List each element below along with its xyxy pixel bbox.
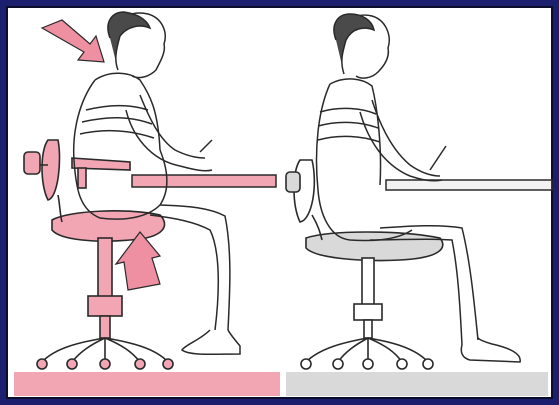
right-table-top [386, 180, 552, 190]
left-upper-arrow [42, 20, 104, 62]
left-incorrect-posture [14, 12, 280, 396]
left-table-top [132, 175, 276, 187]
left-floor [14, 372, 280, 396]
right-floor [286, 372, 548, 396]
right-chair [286, 160, 443, 369]
right-correct-posture [286, 14, 552, 396]
